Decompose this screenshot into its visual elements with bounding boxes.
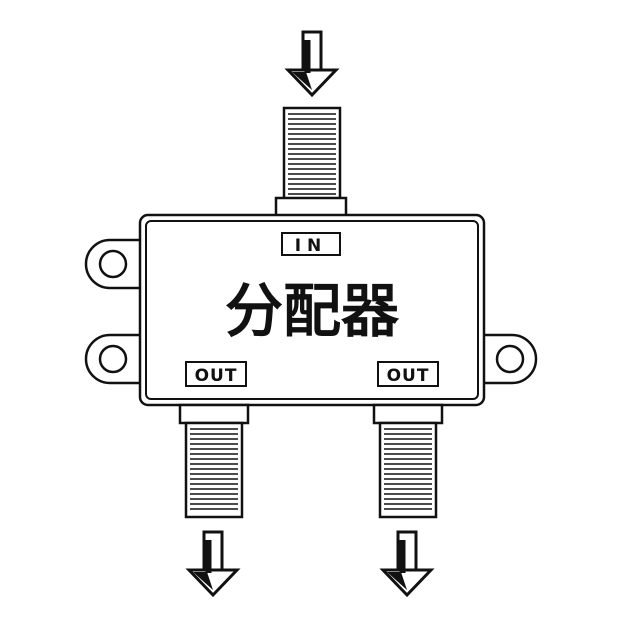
output-connector-right-thread <box>384 428 432 510</box>
device-title: 分配器 <box>225 277 400 345</box>
output-port-label-left: OUT <box>195 366 238 386</box>
input-port-label: IN <box>295 236 328 256</box>
input-connector <box>274 106 348 220</box>
output-port-label-right: OUT <box>387 366 430 386</box>
mount-tab-left-top <box>84 238 144 290</box>
mount-tab-right <box>480 333 538 385</box>
input-connector-thread <box>288 113 336 195</box>
output-port-label-box-right: OUT <box>377 361 439 387</box>
input-port-label-box: IN <box>281 232 341 256</box>
output-connector-left-thread <box>190 428 238 510</box>
splitter-body <box>138 213 486 407</box>
input-arrow-icon <box>284 30 340 98</box>
output-arrow-right-icon <box>379 530 435 598</box>
mount-tab-left-bottom <box>84 333 144 385</box>
output-arrow-left-icon <box>185 530 241 598</box>
output-port-label-box-left: OUT <box>185 361 247 387</box>
output-connector-left <box>178 403 250 519</box>
output-connector-right <box>372 403 444 519</box>
